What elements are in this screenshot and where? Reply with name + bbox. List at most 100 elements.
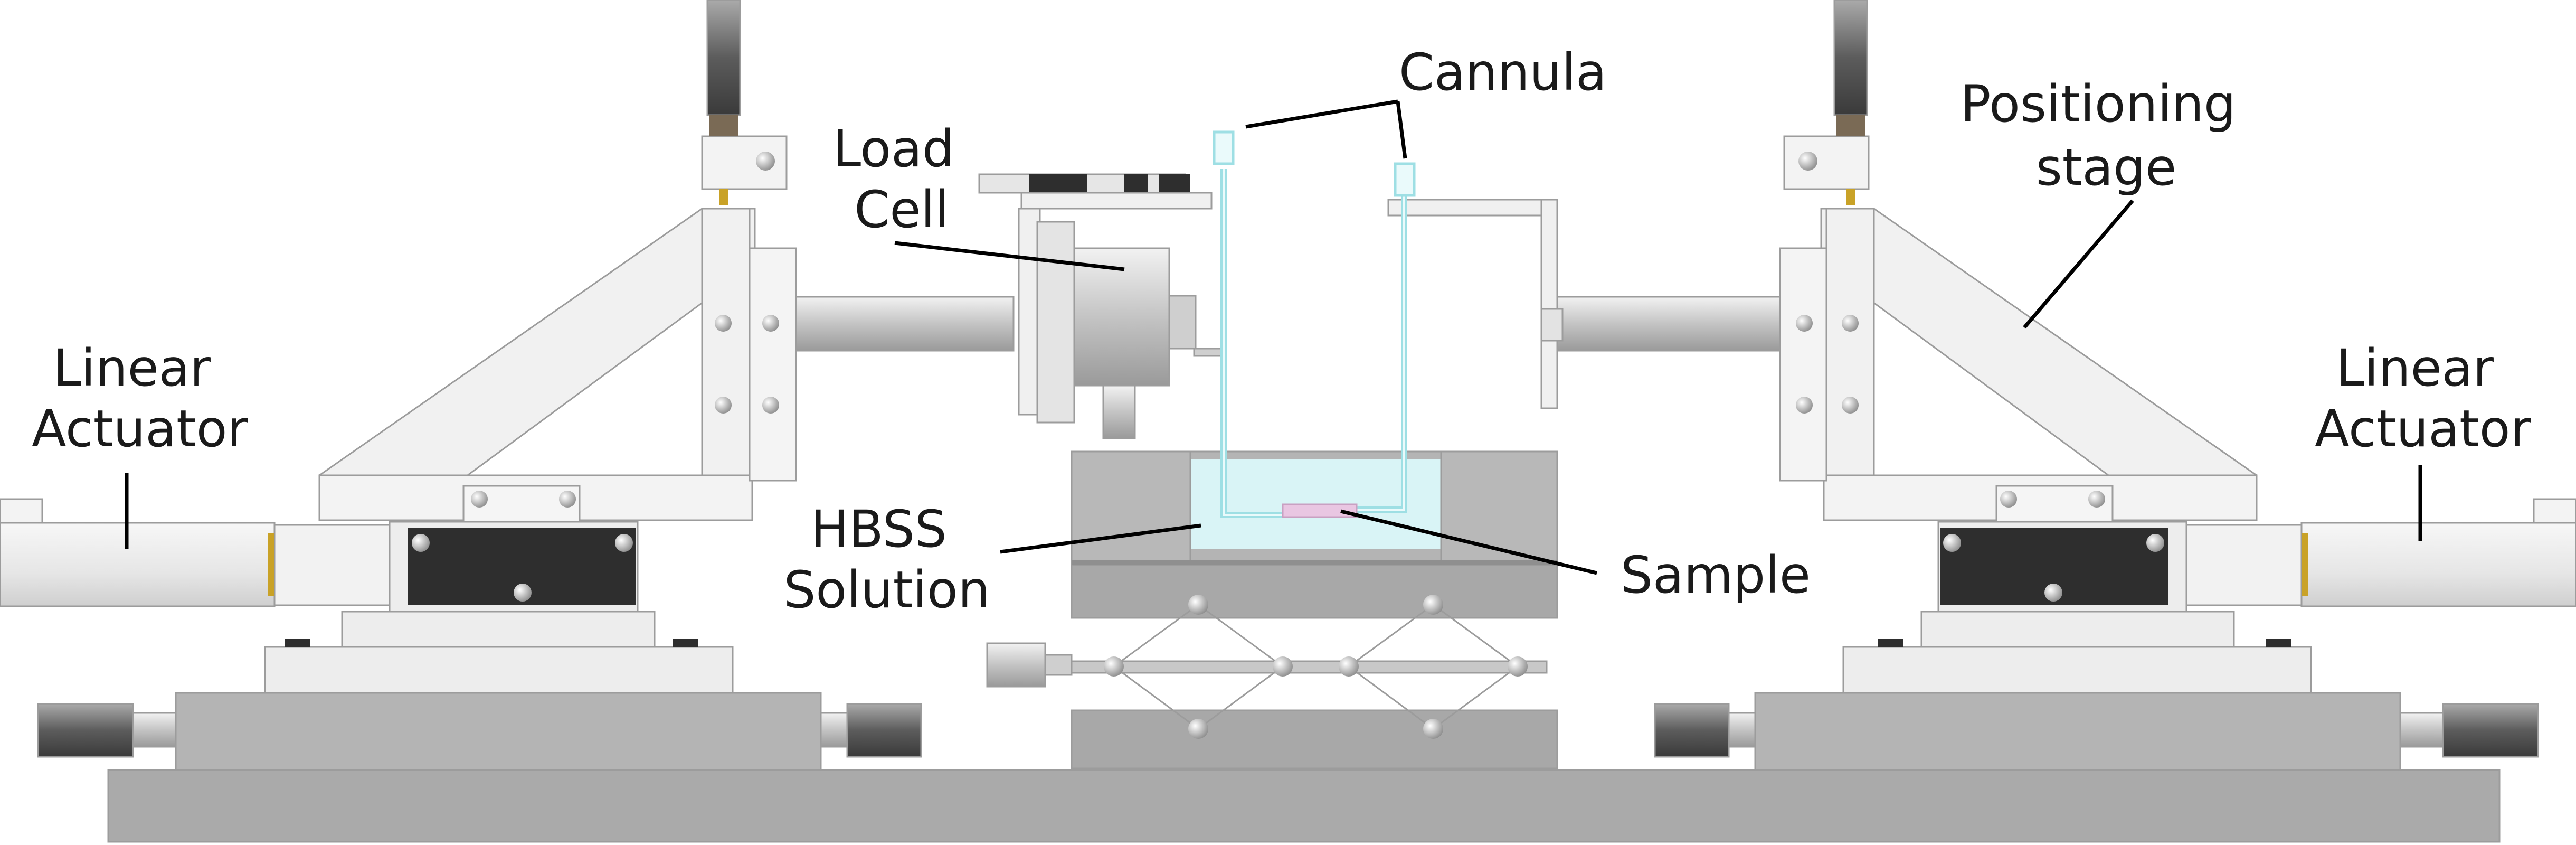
- hbss-solution-label-line1: HBSS: [811, 500, 947, 559]
- right-actuator-ring: [2302, 533, 2308, 596]
- right-carriage-upper: [1921, 612, 2234, 647]
- load-cell-nose: [1169, 296, 1196, 349]
- screw: [715, 315, 732, 332]
- lift-crank-arm: [1045, 655, 1072, 675]
- left-actuator-coupler: [274, 525, 390, 605]
- left-micrometer-tip: [719, 189, 728, 205]
- left-outer-knob: [38, 704, 133, 757]
- left-outer-knob-shaft: [133, 713, 176, 747]
- right-actuator-body: [2302, 523, 2576, 606]
- hbss-solution-label-line2: Solution: [783, 560, 990, 619]
- right-post-plate: [1780, 248, 1826, 481]
- right-foot-pad: [1878, 639, 1903, 647]
- right-actuator-coupler: [2186, 525, 2302, 605]
- cannula-leader-left: [1246, 101, 1398, 127]
- screw: [756, 152, 775, 171]
- right-cannula-hub: [1395, 164, 1414, 195]
- left-linear-actuator: [0, 499, 274, 606]
- positioning-stage-label-line2: stage: [2036, 138, 2176, 197]
- screw: [1273, 656, 1293, 677]
- screw: [2146, 534, 2164, 552]
- load-cell-top-rail: [1021, 193, 1211, 209]
- screw: [514, 584, 532, 602]
- screw: [1798, 152, 1817, 171]
- cannula-leader-right: [1398, 101, 1405, 158]
- left-vertical-post: [702, 209, 750, 475]
- screw: [1796, 315, 1813, 332]
- screw: [1423, 595, 1443, 615]
- right-outer-knob-shaft: [2400, 713, 2443, 747]
- left-foot-pad: [673, 639, 698, 647]
- left-carriage-upper: [342, 612, 655, 647]
- screw: [1423, 719, 1443, 739]
- screw: [762, 397, 779, 414]
- screw: [2000, 491, 2017, 508]
- right-linear-actuator: [2302, 499, 2576, 606]
- screw: [559, 491, 576, 508]
- right-carriage-lower: [1843, 647, 2311, 693]
- cannula-label: Cannula: [1399, 43, 1607, 102]
- screw: [2088, 491, 2105, 508]
- linear-actuator-right-label-line2: Actuator: [2315, 399, 2531, 458]
- left-foot-pad: [285, 639, 310, 647]
- left-post-plate: [750, 248, 796, 481]
- positioning-stage-leader: [2024, 201, 2133, 327]
- right-top-block: [1784, 136, 1869, 189]
- bath-tray-front-left: [1072, 452, 1190, 565]
- right-vertical-post: [1826, 209, 1874, 475]
- load-cell-flange: [1037, 222, 1074, 422]
- linear-actuator-right-label: Linear Actuator: [2315, 339, 2531, 458]
- right-inner-knob-shaft: [1729, 713, 1755, 747]
- lift-base: [1072, 710, 1557, 768]
- left-actuator-body: [0, 523, 274, 606]
- right-lower-stage: [1755, 693, 2400, 770]
- right-micrometer-collar: [1836, 115, 1865, 136]
- screw: [615, 534, 633, 552]
- screw: [1188, 595, 1208, 615]
- load-cell-label-line2: Cell: [854, 180, 949, 239]
- screw: [1796, 397, 1813, 414]
- load-cell-stem: [1103, 386, 1135, 438]
- hbss-solution-label: HBSS Solution: [783, 500, 990, 619]
- screw: [1188, 719, 1208, 739]
- holder-top-arm: [1388, 200, 1557, 215]
- screw: [1508, 656, 1528, 677]
- left-cannula-hub: [1214, 132, 1233, 164]
- load-cell-assembly: [979, 174, 1226, 438]
- load-cell-top-dark: [1124, 174, 1148, 193]
- holder-grip: [1541, 309, 1562, 341]
- left-inner-knob: [847, 704, 921, 757]
- positioning-stage-label: Positioning stage: [1961, 74, 2252, 197]
- left-triangle-bracket: [319, 209, 755, 520]
- screw: [1842, 397, 1859, 414]
- load-cell-label-line1: Load: [833, 119, 954, 179]
- load-cell-top-dark: [1029, 174, 1087, 193]
- left-inner-knob-shaft: [821, 713, 847, 747]
- right-triangle-bracket: [1821, 209, 2257, 520]
- screw: [1104, 656, 1124, 677]
- screw: [715, 397, 732, 414]
- right-inner-knob: [1655, 704, 1729, 757]
- screw: [762, 315, 779, 332]
- holder-vertical-arm: [1541, 200, 1557, 408]
- right-foot-pad: [2266, 639, 2291, 647]
- left-lower-stage: [176, 693, 821, 770]
- right-arm-rod: [1557, 297, 1780, 351]
- screw: [412, 534, 430, 552]
- left-arm-rod: [796, 297, 1014, 351]
- linear-actuator-right-label-line1: Linear: [2336, 339, 2494, 398]
- left-micrometer-thimble: [707, 0, 740, 115]
- screw: [2044, 584, 2062, 602]
- bath-platform-rim: [1072, 560, 1557, 565]
- left-micrometer-collar: [709, 115, 738, 136]
- left-actuator-ring: [268, 533, 274, 596]
- right-micrometer-tip: [1846, 189, 1855, 205]
- bath-assembly: [987, 452, 1557, 768]
- right-outer-knob: [2443, 704, 2538, 757]
- sample-label: Sample: [1621, 546, 1811, 605]
- left-carriage-lower: [265, 647, 733, 693]
- bath-platform: [1072, 565, 1557, 618]
- screw: [1943, 534, 1961, 552]
- right-sample-holder: [1388, 200, 1562, 408]
